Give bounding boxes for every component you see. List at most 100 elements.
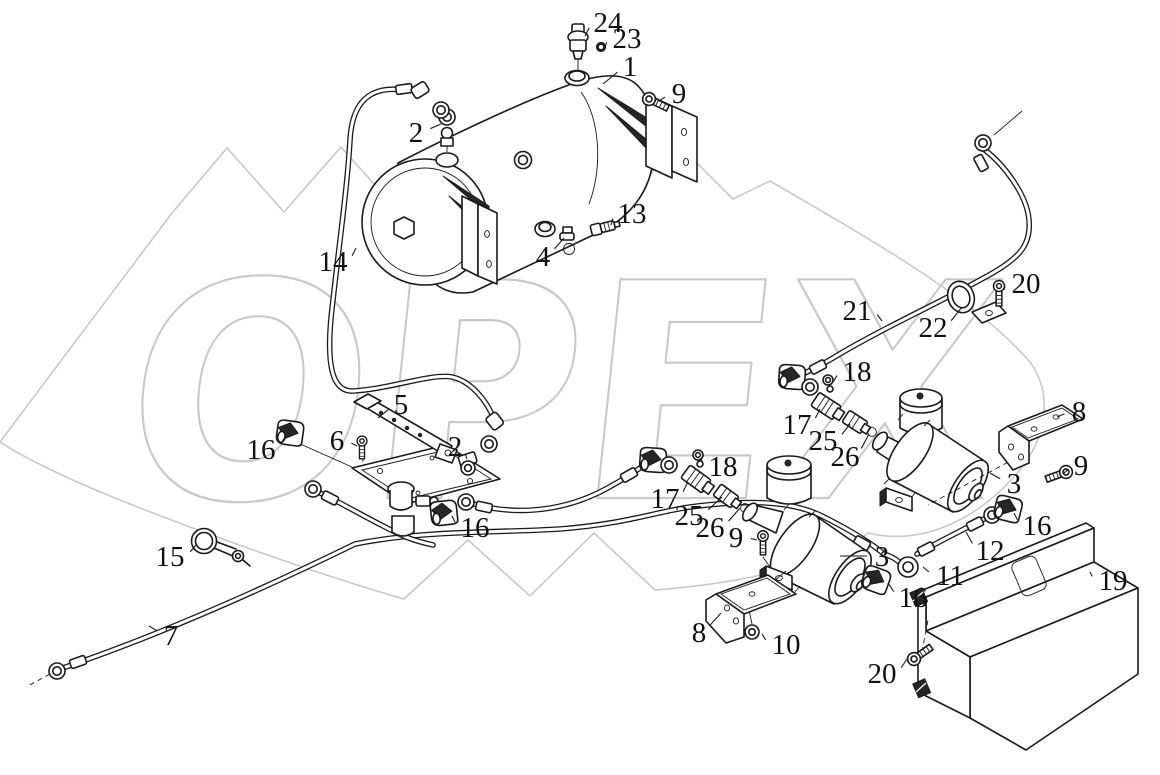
callout-label-24-0: 24 <box>594 7 624 39</box>
leader-line-3-15 <box>989 472 1001 480</box>
leader-line-2-33 <box>464 453 468 460</box>
nut-10 <box>744 624 760 640</box>
callout-label-20-26: 20 <box>868 658 897 690</box>
leader-line-2-4 <box>430 123 442 130</box>
fitting-2-mid <box>457 451 478 476</box>
leader-line-5-34 <box>377 409 389 419</box>
air-tank <box>361 23 698 294</box>
filler-fitting <box>567 23 589 71</box>
bolt-9-right <box>1043 462 1076 486</box>
booster-lower <box>741 455 872 605</box>
callout-label-25-13: 25 <box>809 425 838 457</box>
tank-bracket-left <box>442 175 498 285</box>
callout-label-20-10: 20 <box>1012 268 1041 300</box>
leader-line-6-35 <box>351 442 358 447</box>
elbow-16-valve-bottom <box>429 498 459 528</box>
bracket-8-bottom <box>705 570 797 644</box>
callout-label-9-23: 9 <box>729 522 744 554</box>
leader-line-16-36 <box>280 436 286 445</box>
callout-label-14-7: 14 <box>319 246 349 278</box>
callout-label-3-22: 3 <box>875 541 890 573</box>
box-mount-tab-bottom <box>912 678 932 699</box>
ring-26-upper <box>867 427 877 437</box>
elbow-16-valve-left <box>274 418 306 448</box>
leader-line-26-14 <box>860 433 870 449</box>
hose-14 <box>326 81 505 453</box>
callout-label-23-1: 23 <box>613 23 642 55</box>
leader-line-9-3 <box>658 96 666 102</box>
callout-label-8-24: 8 <box>692 617 707 649</box>
callout-label-22-9: 22 <box>919 312 948 344</box>
leader-line-16-21 <box>887 582 895 592</box>
box-19 <box>909 522 1139 751</box>
callout-label-26-14: 26 <box>831 441 860 473</box>
leader-line-18-28 <box>700 457 703 463</box>
callout-label-15-37: 15 <box>156 541 185 573</box>
leader-line-14-7 <box>351 247 357 256</box>
leader-line-8-24 <box>709 612 722 626</box>
watermark: OPEX <box>0 141 1046 600</box>
callout-label-9-17: 9 <box>1074 450 1089 482</box>
callout-label-8-16: 8 <box>1072 396 1087 428</box>
callout-label-17-29: 17 <box>651 483 680 515</box>
callout-label-10-25: 10 <box>772 629 801 661</box>
leader-line-23-1 <box>604 41 608 48</box>
watermark-gear <box>0 141 1046 600</box>
callout-label-26-31: 26 <box>696 512 725 544</box>
callout-label-16-18: 16 <box>1023 510 1052 542</box>
leader-line-1-2 <box>602 71 618 85</box>
booster-upper <box>871 388 990 513</box>
callout-label-4-6: 4 <box>536 241 551 273</box>
valve-body <box>387 481 439 537</box>
leader-line-24-0 <box>584 27 590 37</box>
leader-line-7-38 <box>148 625 158 632</box>
leader-line-11-20 <box>922 566 930 573</box>
callout-label-6-35: 6 <box>330 425 345 457</box>
tank-boss-left <box>435 152 459 168</box>
leader-line-20-26 <box>900 658 908 668</box>
leader-line-4-6 <box>553 237 565 250</box>
leader-line-21-8 <box>876 314 883 322</box>
clamp-15 <box>190 527 251 567</box>
callout-label-7-38: 7 <box>164 620 179 652</box>
callout-label-17-12: 17 <box>783 409 812 441</box>
callout-label-5-34: 5 <box>394 389 409 421</box>
callout-label-18-28: 18 <box>709 451 738 483</box>
leader-line-12-19 <box>965 531 973 544</box>
callout-label-16-32: 16 <box>461 512 490 544</box>
callout-label-13-5: 13 <box>618 198 647 230</box>
leader-line-26-31 <box>728 507 741 522</box>
leader-line-17-12 <box>814 408 821 419</box>
valve-pedal <box>353 393 458 464</box>
hose-21 <box>795 110 1033 380</box>
leader-line-16-32 <box>451 515 456 523</box>
callout-label-3-15: 3 <box>1007 468 1022 500</box>
callout-label-1-2: 1 <box>623 51 638 83</box>
callout-label-2-33: 2 <box>448 431 463 463</box>
nut-23 <box>595 41 607 53</box>
fitting-group-upper <box>777 363 877 438</box>
hose-7 <box>25 499 887 688</box>
leader-line-9-23 <box>750 538 758 541</box>
callout-label-2-4: 2 <box>409 117 424 149</box>
leader-line-20-10 <box>1003 286 1006 291</box>
leader-line-17-29 <box>682 481 689 492</box>
leader-line-18-11 <box>832 375 838 383</box>
leader-line-9-17 <box>1062 469 1068 475</box>
callout-layer: 2423192134142122201817252638916121116398… <box>148 7 1128 690</box>
leader-line-22-9 <box>950 306 963 322</box>
callout-label-9-3: 9 <box>672 78 687 110</box>
callout-label-25-30: 25 <box>675 500 704 532</box>
callout-label-16-21: 16 <box>899 582 928 614</box>
box-mount-tab-top <box>909 587 929 608</box>
clamp-22 <box>946 280 1007 324</box>
callout-label-21-8: 21 <box>843 295 872 327</box>
bolt-20-bottom <box>904 619 936 669</box>
connector-2-top <box>438 108 456 152</box>
callout-label-19-27: 19 <box>1099 565 1128 597</box>
elbow-11 <box>881 551 919 578</box>
leader-line-16-18 <box>1013 512 1018 521</box>
leader-line-19-27 <box>1089 571 1093 577</box>
